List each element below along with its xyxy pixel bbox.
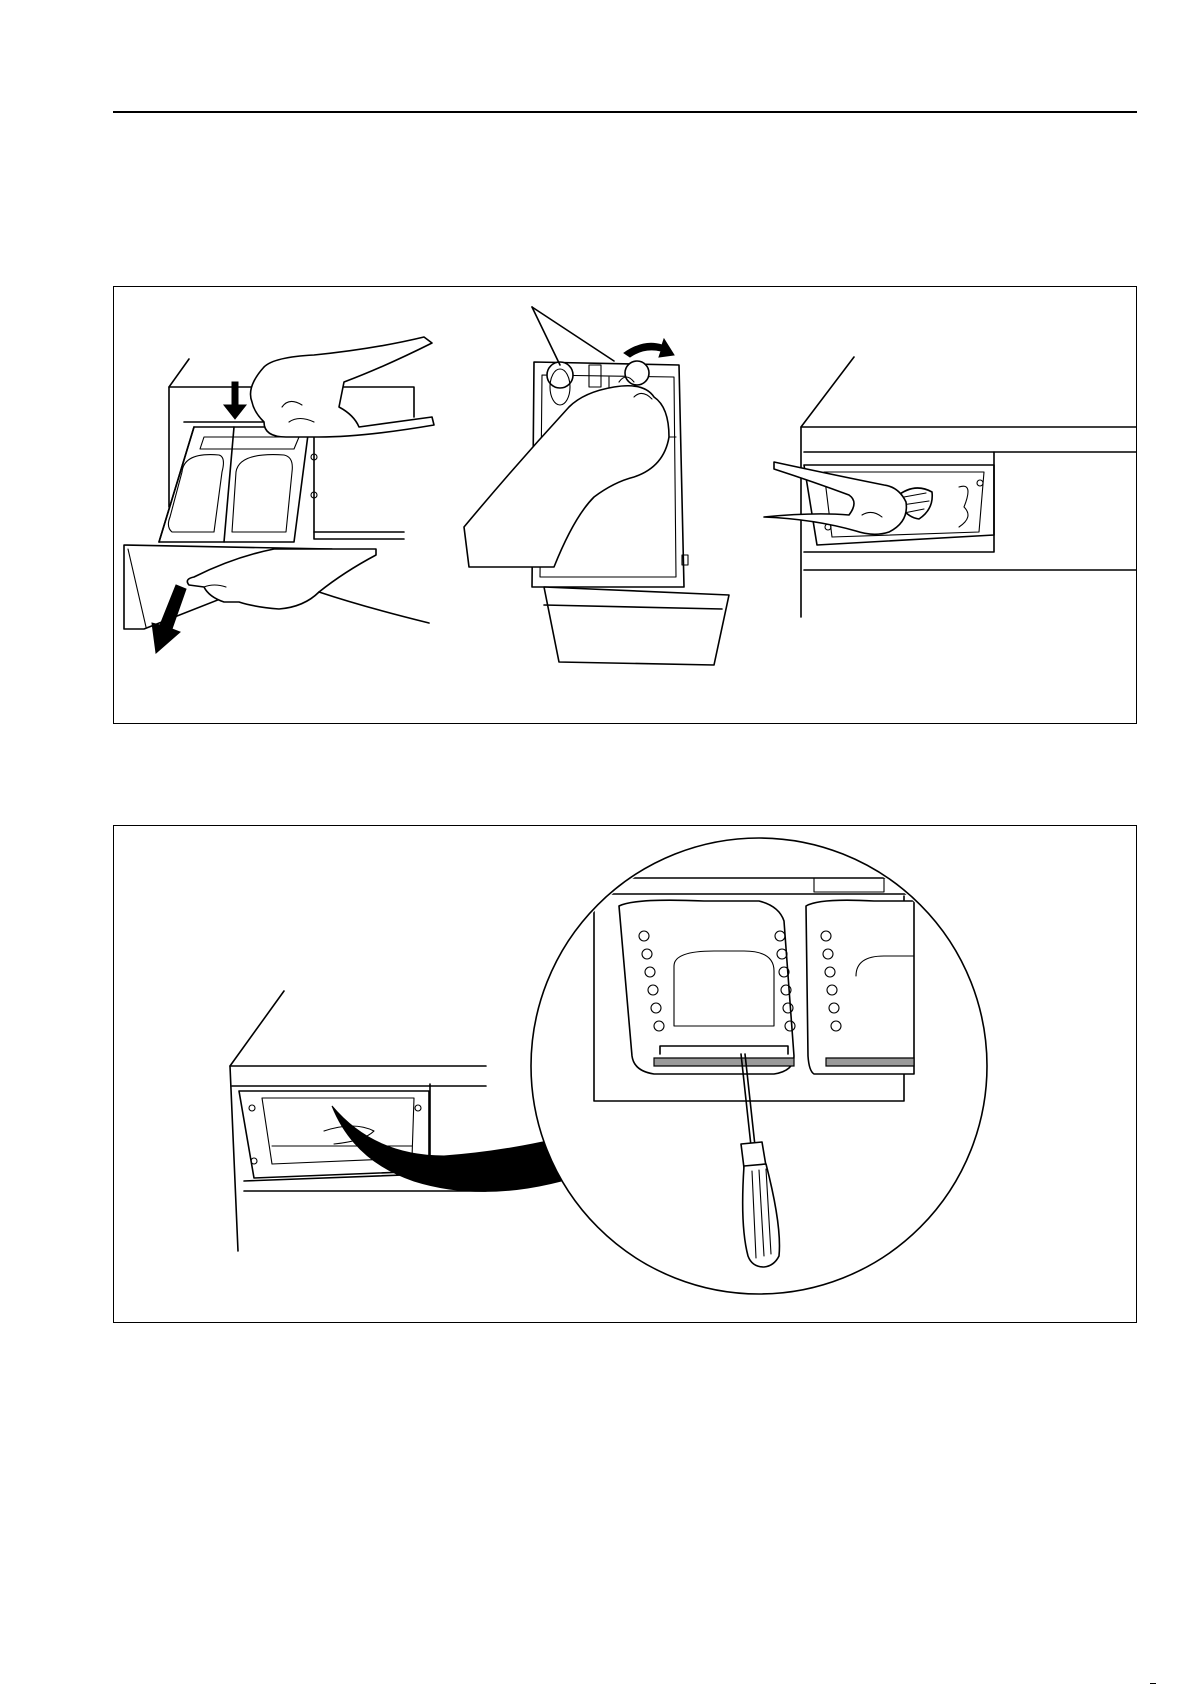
figure-housing-cleaning (113, 825, 1137, 1323)
figure-drawer-cleaning (113, 286, 1137, 724)
siphon-cap-icon (547, 362, 573, 388)
figure-drawer-cleaning-svg (114, 287, 1136, 723)
filter-seal (654, 1058, 794, 1066)
rotate-arrow-icon (624, 339, 674, 357)
drawer-front (544, 587, 729, 665)
siphon-cap-icon (625, 361, 649, 385)
machine-housing (230, 991, 486, 1251)
figure-housing-cleaning-svg (114, 826, 1136, 1322)
magnified-filter-view (524, 838, 994, 1294)
page-edge-mark (1150, 1683, 1156, 1684)
panel-clean-recess (764, 357, 1136, 617)
panel-remove-siphon (464, 307, 729, 665)
filter-compartment (806, 900, 914, 1074)
panel-remove-drawer (124, 337, 434, 653)
header-rule (113, 111, 1137, 113)
filter-compartment (619, 900, 794, 1074)
